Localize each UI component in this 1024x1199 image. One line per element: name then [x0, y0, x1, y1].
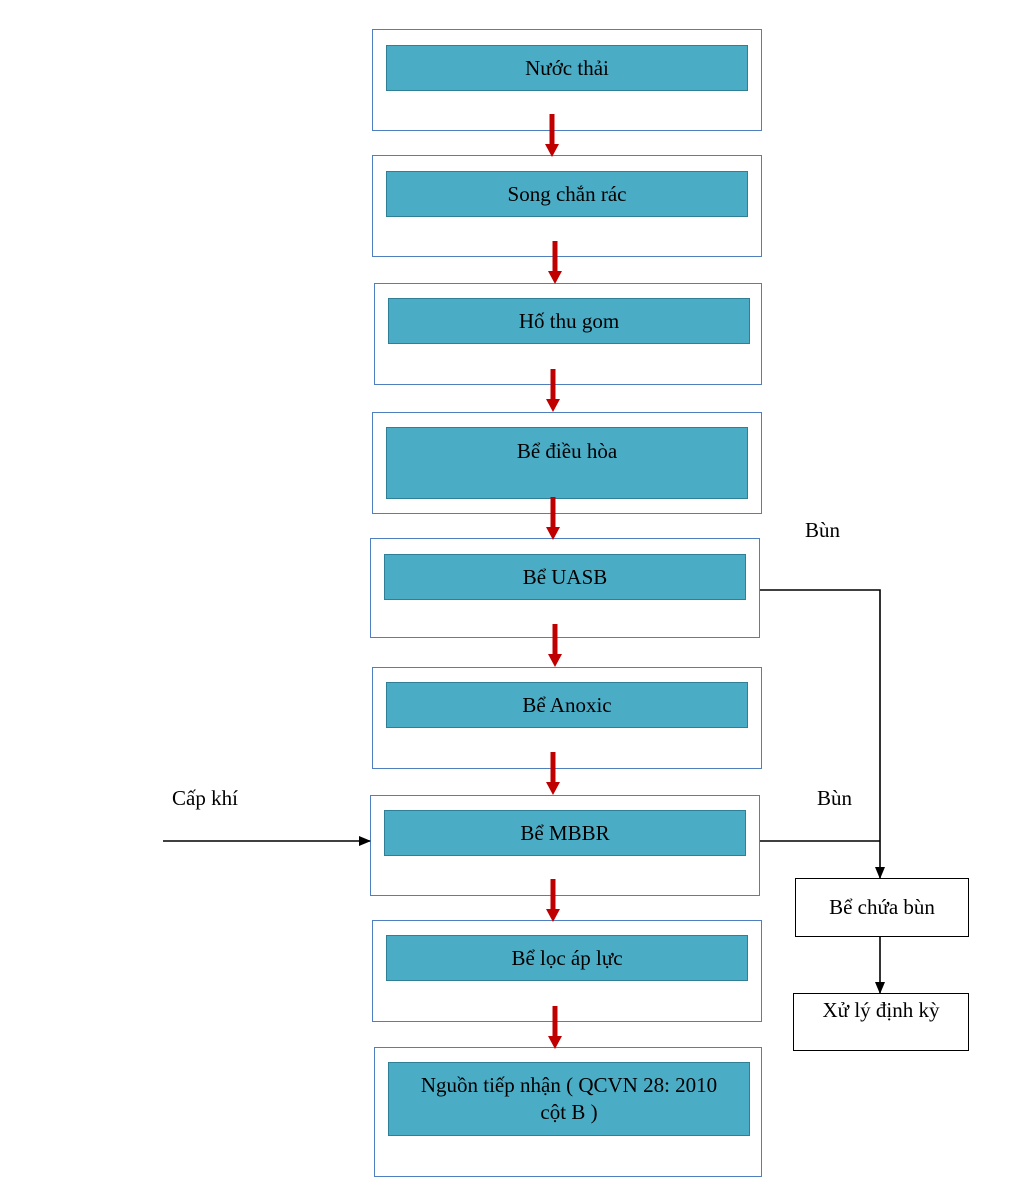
step-nguon-tiep-nhan-frame: Nguồn tiếp nhận ( QCVN 28: 2010 cột B ) — [374, 1047, 762, 1177]
step-be-anoxic: Bể Anoxic — [386, 682, 748, 728]
red-arrow — [546, 752, 560, 795]
sludge-label-upper: Bùn — [805, 518, 841, 542]
step-song-chan-rac-frame: Song chắn rác — [372, 155, 762, 257]
step-nguon-tiep-nhan: Nguồn tiếp nhận ( QCVN 28: 2010 cột B ) — [388, 1062, 750, 1136]
periodic-treatment-box: Xử lý định kỳ — [793, 993, 969, 1051]
step-label: Nguồn tiếp nhận ( QCVN 28: 2010 cột B ) — [420, 1073, 718, 1124]
red-arrow — [548, 241, 562, 284]
step-label: Bể UASB — [522, 564, 608, 589]
step-label: Song chắn rác — [507, 181, 627, 206]
step-song-chan-rac: Song chắn rác — [386, 171, 748, 217]
step-ho-thu-gom: Hố thu gom — [388, 298, 750, 344]
step-nuoc-thai-frame: Nước thải — [372, 29, 762, 131]
step-be-dieu-hoa: Bể điều hòa — [386, 427, 748, 499]
sludge-tank-box: Bể chứa bùn — [795, 878, 969, 937]
step-label: Bể lọc áp lực — [511, 945, 623, 970]
step-label: Bể điều hòa — [516, 439, 618, 463]
step-nuoc-thai: Nước thải — [386, 45, 748, 91]
step-be-mbbr: Bể MBBR — [384, 810, 746, 856]
step-be-loc-ap-luc-frame: Bể lọc áp lực — [372, 920, 762, 1022]
red-arrow — [545, 114, 559, 157]
step-be-loc-ap-luc: Bể lọc áp lực — [386, 935, 748, 981]
red-arrow — [548, 1006, 562, 1049]
step-label: Bể Anoxic — [522, 692, 612, 717]
air-supply-label: Cấp khí — [172, 786, 238, 810]
step-label: Hố thu gom — [518, 308, 620, 333]
step-label: Bể MBBR — [520, 820, 610, 845]
step-ho-thu-gom-frame: Hố thu gom — [374, 283, 762, 385]
step-be-uasb-frame: Bể UASB — [370, 538, 760, 638]
step-be-dieu-hoa-frame: Bể điều hòa — [372, 412, 762, 514]
step-be-mbbr-frame: Bể MBBR — [370, 795, 760, 896]
red-arrow — [548, 624, 562, 667]
step-be-anoxic-frame: Bể Anoxic — [372, 667, 762, 769]
step-be-uasb: Bể UASB — [384, 554, 746, 600]
red-arrow — [546, 879, 560, 922]
sludge-label-lower: Bùn — [817, 786, 853, 810]
red-arrow — [546, 497, 560, 540]
step-label: Nước thải — [525, 55, 609, 80]
sludge-line-uasb — [760, 589, 885, 879]
red-arrow — [546, 369, 560, 412]
